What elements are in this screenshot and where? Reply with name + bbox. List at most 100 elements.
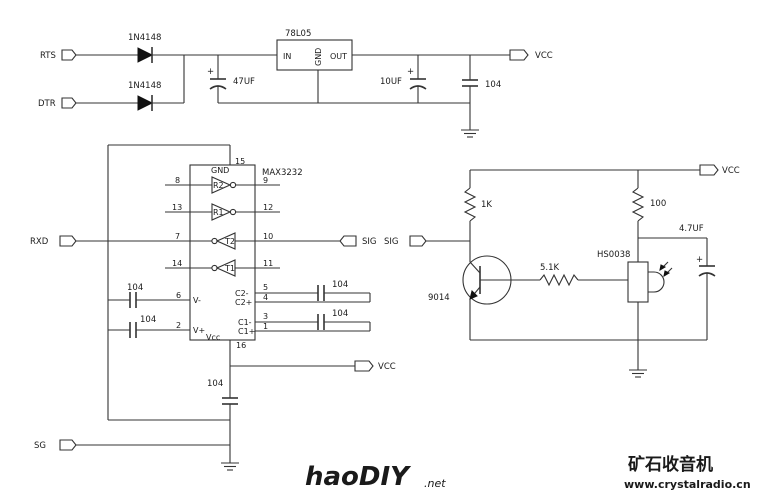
ground-symbol-left: [220, 462, 240, 471]
driver-t1: T1: [211, 259, 236, 277]
regulator-label: 78L05: [285, 29, 311, 39]
sig-out-label: SIG: [362, 237, 377, 247]
svg-text:haoDIY: haoDIY: [305, 462, 412, 492]
svg-text:.net: .net: [424, 477, 446, 490]
svg-text:C2-: C2-: [235, 289, 249, 298]
c104-b-label: 104: [140, 315, 156, 325]
dtr-port: DTR: [38, 97, 77, 109]
svg-text:2: 2: [176, 321, 181, 330]
svg-text:16: 16: [236, 341, 246, 350]
d1-label: 1N4148: [128, 33, 161, 43]
svg-text:C1-: C1-: [238, 318, 252, 327]
sg-port: SG: [34, 439, 77, 451]
capacitor-104-top: 104: [462, 79, 501, 90]
svg-text:12: 12: [263, 203, 273, 212]
capacitor-104-c: 104: [317, 280, 348, 301]
svg-text:IN: IN: [283, 52, 291, 61]
sig-port-out: SIG: [339, 235, 377, 247]
svg-text:+: +: [696, 255, 703, 265]
svg-text:9: 9: [263, 176, 268, 185]
vcc-top-label: VCC: [535, 51, 553, 61]
r1k-label: 1K: [481, 200, 492, 210]
sig-port-in: SIG: [384, 235, 427, 247]
svg-text:Vcc: Vcc: [206, 333, 220, 342]
svg-text:T2: T2: [224, 237, 235, 246]
svg-text:V-: V-: [193, 296, 201, 305]
svg-text:GND: GND: [314, 48, 323, 66]
r5k1-label: 5.1K: [540, 263, 560, 273]
c104-top-label: 104: [485, 80, 501, 90]
svg-text:4: 4: [263, 293, 268, 302]
c104-vcc-label: 104: [207, 379, 223, 389]
vcc-port-top: VCC: [509, 49, 553, 61]
power-supply-section: RTS 1N4148 DTR 1N4148 + 47UF: [38, 29, 553, 138]
svg-text:T1: T1: [224, 264, 235, 273]
resistor-5k1: 5.1K: [539, 263, 579, 287]
max3232-section: MAX3232 15 GND 16 Vcc 8 R2 9 13 R1 12 R: [30, 144, 396, 471]
svg-text:10: 10: [263, 232, 273, 241]
svg-text:GND: GND: [211, 166, 229, 175]
vcc-right-label: VCC: [722, 166, 740, 176]
svg-text:5: 5: [263, 283, 268, 292]
d2-label: 1N4148: [128, 81, 161, 91]
svg-text:14: 14: [172, 259, 182, 268]
vcc-port-right: VCC: [699, 164, 740, 176]
diode-d2: 1N4148: [128, 81, 161, 111]
svg-text:11: 11: [263, 259, 273, 268]
ir-receiver-section: VCC 1K SIG 9014 5.1K: [384, 164, 740, 378]
watermark-site: 矿石收音机 www.crystalradio.cn: [624, 454, 751, 491]
resistor-1k: 1K: [463, 187, 492, 222]
max3232-chip: MAX3232 15 GND 16 Vcc: [189, 157, 303, 350]
vcc-port-mid: VCC: [354, 360, 396, 372]
rxd-port: RXD: [30, 235, 77, 247]
c104-d-label: 104: [332, 309, 348, 319]
capacitor-104-a: 104: [127, 283, 143, 308]
capacitor-104-b: 104: [129, 315, 156, 338]
vcc-mid-label: VCC: [378, 362, 396, 372]
capacitor-10uf: + 10UF: [380, 67, 427, 90]
resistor-100: 100: [631, 187, 666, 222]
ground-symbol-top: [460, 129, 480, 138]
svg-text:V+: V+: [193, 326, 205, 335]
transistor-label: 9014: [428, 293, 450, 303]
svg-text:3: 3: [263, 312, 268, 321]
svg-text:C1+: C1+: [238, 327, 255, 336]
sig-in-label: SIG: [384, 237, 399, 247]
transistor-9014: 9014: [428, 255, 512, 305]
dtr-label: DTR: [38, 99, 56, 109]
diode-d1: 1N4148: [128, 33, 161, 63]
capacitor-47uf: + 47UF: [207, 67, 255, 90]
regulator-78l05: 78L05 IN OUT GND: [276, 29, 353, 71]
ground-symbol-right: [628, 369, 648, 378]
svg-text:6: 6: [176, 291, 181, 300]
svg-text:7: 7: [175, 232, 180, 241]
svg-text:8: 8: [175, 176, 180, 185]
c47uf-right-label: 4.7UF: [679, 224, 704, 234]
svg-text:13: 13: [172, 203, 182, 212]
capacitor-4-7uf: + 4.7UF: [679, 224, 716, 277]
capacitor-104-vcc: 104: [207, 379, 238, 405]
sg-label: SG: [34, 441, 46, 451]
ic-label: MAX3232: [262, 168, 303, 178]
receiver-r2: R2: [211, 176, 237, 194]
svg-text:+: +: [407, 67, 414, 77]
svg-text:R2: R2: [213, 181, 224, 190]
svg-text:www.crystalradio.cn: www.crystalradio.cn: [624, 478, 751, 491]
ir-receiver-hs0038: HS0038: [597, 250, 673, 303]
capacitor-104-d: 104: [317, 309, 348, 330]
c47uf-label: 47UF: [233, 77, 255, 87]
svg-text:1: 1: [263, 322, 268, 331]
driver-t2: T2: [211, 232, 236, 250]
svg-text:OUT: OUT: [330, 52, 347, 61]
svg-text:R1: R1: [213, 208, 224, 217]
svg-text:矿石收音机: 矿石收音机: [628, 454, 713, 475]
c10uf-label: 10UF: [380, 77, 402, 87]
svg-text:15: 15: [235, 157, 245, 166]
rts-label: RTS: [40, 51, 56, 61]
svg-text:+: +: [207, 67, 214, 77]
receiver-r1: R1: [211, 203, 237, 221]
rxd-label: RXD: [30, 237, 49, 247]
c104-c-label: 104: [332, 280, 348, 290]
r100-label: 100: [650, 199, 666, 209]
